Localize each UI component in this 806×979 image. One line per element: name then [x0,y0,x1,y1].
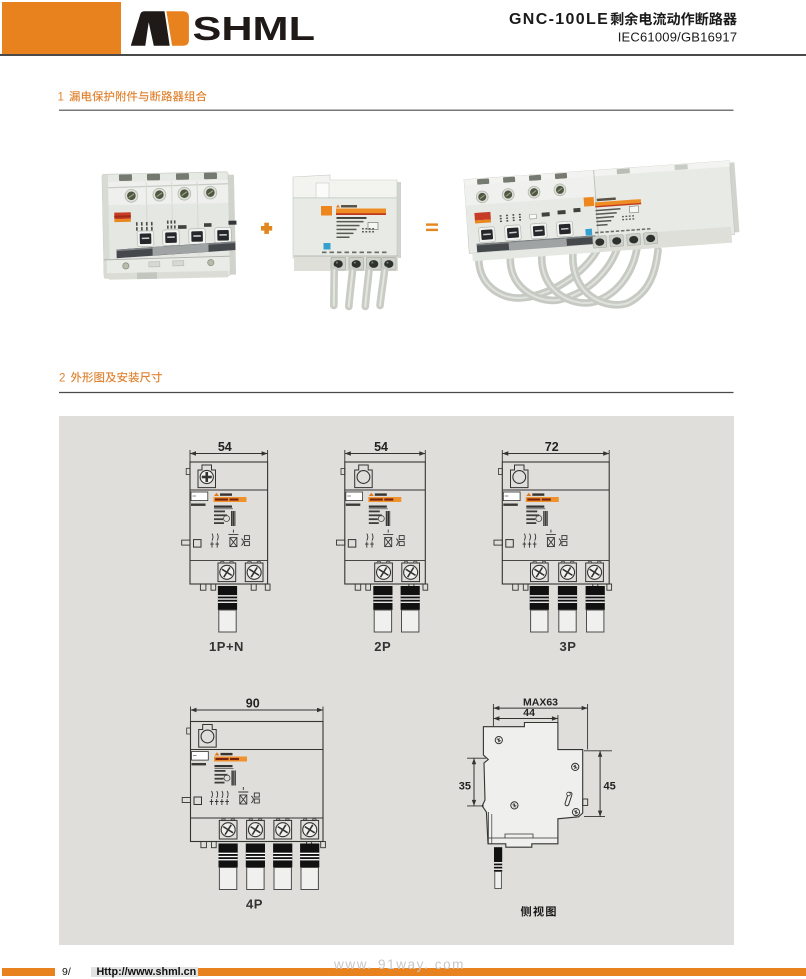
svg-text:35: 35 [459,781,471,793]
svg-text:4P: 4P [246,897,263,912]
svg-text:MAX63: MAX63 [523,697,558,709]
svg-text:54: 54 [374,440,388,454]
svg-text:IEC61009/GB16917: IEC61009/GB16917 [618,30,738,45]
svg-text:2P: 2P [374,639,391,654]
svg-text:90: 90 [246,697,260,711]
svg-text:2: 2 [59,373,65,385]
svg-text:54: 54 [218,440,232,454]
svg-text:1: 1 [58,92,64,104]
svg-text:1P+N: 1P+N [209,639,244,654]
svg-text:45: 45 [604,781,616,793]
svg-text:3P: 3P [560,639,577,654]
svg-text:72: 72 [545,440,559,454]
svg-text:GNC-100LE: GNC-100LE [509,11,609,28]
svg-text:44: 44 [523,707,535,719]
svg-text:SHML: SHML [193,10,316,47]
